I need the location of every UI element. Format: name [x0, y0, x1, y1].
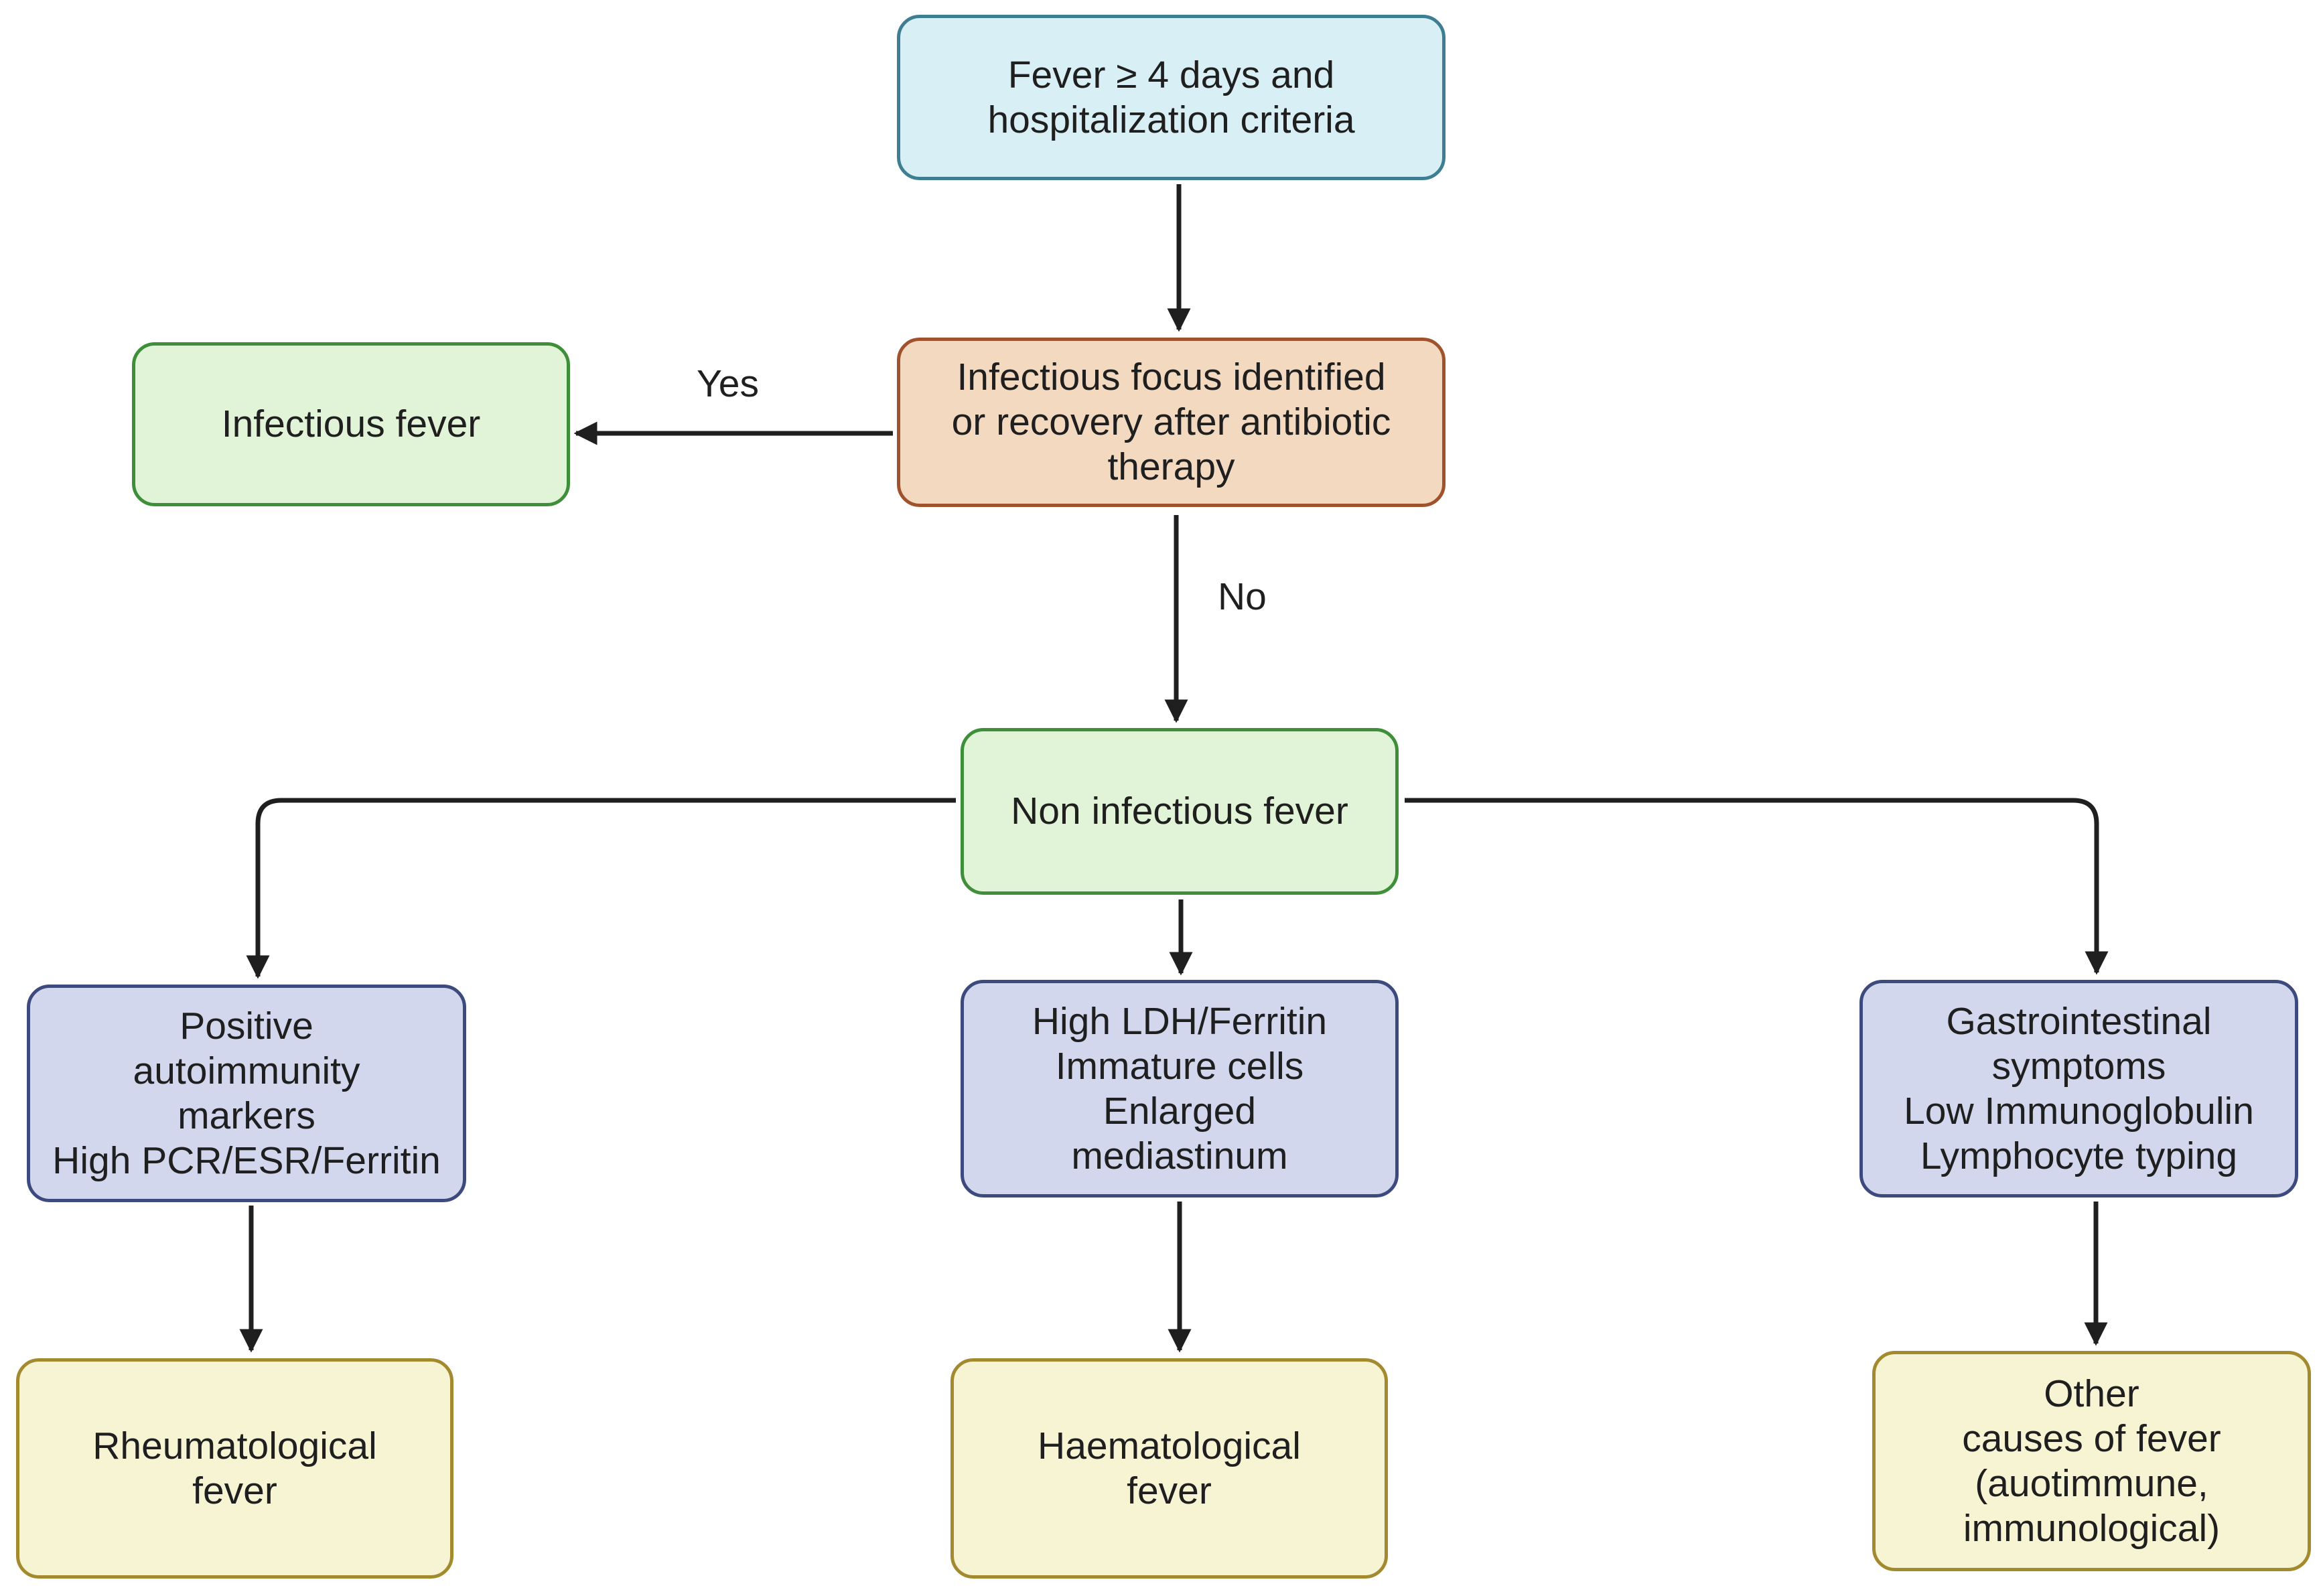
other-causes-criteria-label: Gastrointestinal symptoms Low Immunoglob…: [1904, 999, 2254, 1177]
other-causes-fever-node: Other causes of fever (auotimmune, immun…: [1872, 1351, 2311, 1571]
rheumatological-criteria-label: Positive autoimmunity markers High PCR/E…: [52, 1004, 441, 1182]
edge-label-no: No: [1218, 575, 1267, 618]
edge-label-yes: Yes: [697, 362, 759, 405]
arrow-noninfectious-to-other-criteria: [1405, 798, 2109, 975]
decision-node-label: Infectious focus identified or recovery …: [951, 356, 1391, 488]
haematological-criteria-label: High LDH/Ferritin Immature cells Enlarge…: [1032, 999, 1328, 1177]
non-infectious-fever-node: Non infectious fever: [961, 728, 1399, 895]
haematological-fever-label: Haematological fever: [1038, 1424, 1301, 1512]
non-infectious-fever-label: Non infectious fever: [1011, 790, 1348, 832]
rheumatological-fever-node: Rheumatological fever: [16, 1358, 453, 1579]
arrow-noninfectious-to-rheum-criteria: [246, 798, 956, 979]
other-causes-fever-label: Other causes of fever (auotimmune, immun…: [1962, 1372, 2221, 1550]
start-node: Fever ≥ 4 days and hospitalization crite…: [897, 15, 1446, 180]
haematological-criteria-node: High LDH/Ferritin Immature cells Enlarge…: [961, 980, 1399, 1198]
infectious-focus-decision-node: Infectious focus identified or recovery …: [897, 338, 1446, 507]
haematological-fever-node: Haematological fever: [951, 1358, 1388, 1579]
infectious-fever-label: Infectious fever: [221, 403, 481, 445]
rheumatological-fever-label: Rheumatological fever: [92, 1424, 377, 1512]
infectious-fever-node: Infectious fever: [132, 342, 570, 506]
rheumatological-criteria-node: Positive autoimmunity markers High PCR/E…: [27, 985, 466, 1202]
other-causes-criteria-node: Gastrointestinal symptoms Low Immunoglob…: [1859, 980, 2298, 1198]
start-node-label: Fever ≥ 4 days and hospitalization crite…: [987, 53, 1355, 141]
